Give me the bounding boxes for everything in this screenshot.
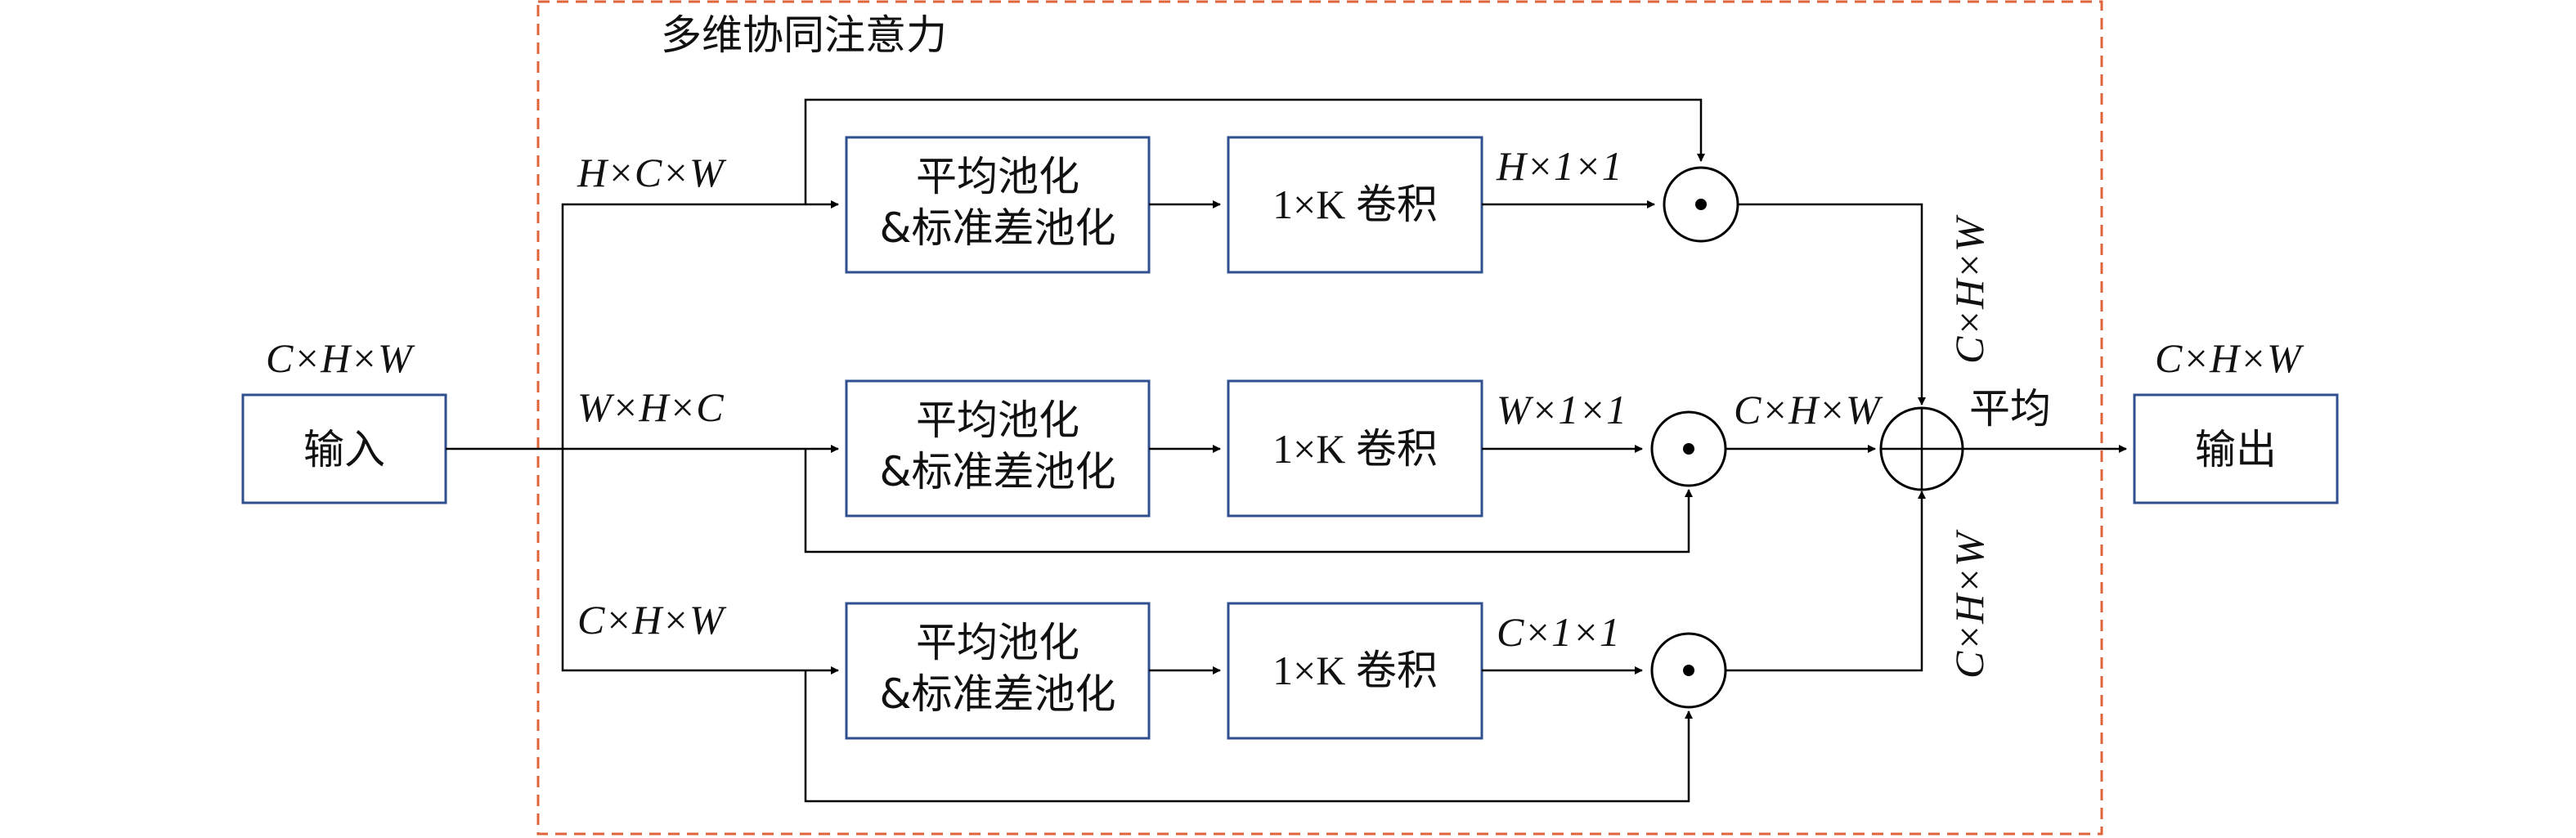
output-label: 输出 [2195,426,2277,473]
branch-3-input-shape: C×H×W [577,597,727,643]
branch-2-input-shape: W×H×C [577,384,724,430]
branch-1-input-shape: H×C×W [577,150,727,195]
branch-2-pool-line1: 平均池化 [916,397,1079,444]
branch-1-multiply-icon [1663,166,1739,243]
branch-2-multiply-icon [1650,410,1727,487]
output-shape-label: C×H×W [2155,335,2304,381]
merge-middle-shape: C×H×W [1734,387,1883,432]
input-to-branch-3-connector [561,449,839,674]
branch-3-pool-box [845,602,1151,740]
branch-3-conv-label: 1×K 卷积 [1272,648,1438,693]
output-box [2133,393,2339,504]
input-shape-label: C×H×W [266,335,415,381]
branch-1-skip-connector [804,98,1705,204]
branch-1-pool-line2: &标准差池化 [880,204,1116,252]
input-to-branch-1-connector [561,200,839,449]
merge-label: 平均 [1969,385,2051,432]
branch-3-skip-connector [804,670,1693,803]
branch-1-pool-line1: 平均池化 [916,153,1079,200]
branch-3-multiply-icon [1650,632,1727,709]
branch-1-attention-shape: H×1×1 [1496,143,1622,189]
merge-bottom-shape: C×H×W [1946,529,1992,679]
merge-top-shape: C×H×W [1946,214,1992,364]
branch-2-conv-box [1227,379,1483,518]
branch-2-pool-line2: &标准差池化 [880,448,1116,495]
branch-1-conv-box [1227,136,1483,274]
module-title: 多维协同注意力 [661,11,947,59]
branch-3-to-sum-connector [1726,491,1926,672]
sum-icon [1879,406,1964,491]
input-label: 输入 [303,426,385,473]
branch-3-pool-line2: &标准差池化 [880,670,1116,718]
branch-2-attention-shape: W×1×1 [1497,387,1627,432]
branch-3-attention-shape: C×1×1 [1497,609,1620,655]
branch-1-pool-box [845,136,1151,274]
module-boundary [536,0,2103,836]
input-box [241,393,447,504]
branch-3-conv-box [1227,602,1483,740]
branch-1-to-sum-connector [1738,203,1926,406]
branch-3-pool-line1: 平均池化 [916,619,1079,666]
branch-2-conv-label: 1×K 卷积 [1272,426,1438,472]
branch-1-conv-label: 1×K 卷积 [1272,181,1438,227]
branch-2-skip-connector [804,449,1693,553]
